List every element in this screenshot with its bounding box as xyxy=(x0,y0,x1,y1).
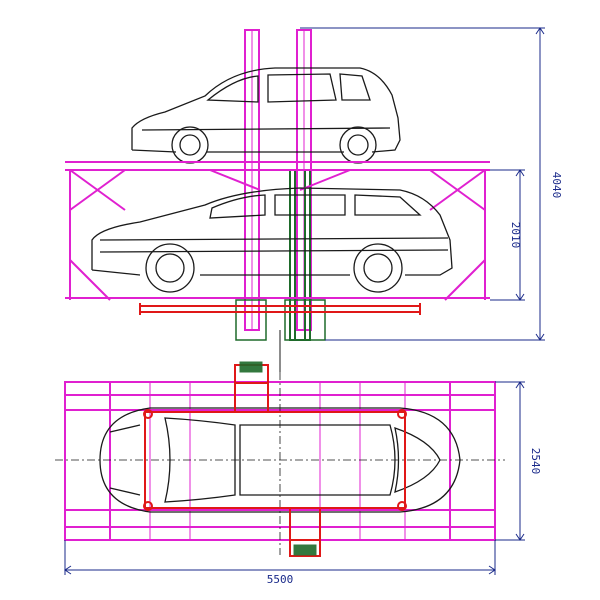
lower-car xyxy=(91,187,453,293)
platform-height-label: 2010 xyxy=(509,222,522,249)
plan-frame xyxy=(64,381,496,541)
overall-height-label: 4040 xyxy=(550,172,563,199)
plan-center-lines xyxy=(55,372,505,555)
plan-columns xyxy=(239,361,317,556)
plan-dimensions xyxy=(64,381,525,575)
plan-grid xyxy=(149,382,406,540)
elevation-dimensions xyxy=(300,27,545,341)
plan-carriage xyxy=(143,364,407,557)
upper-platform xyxy=(65,161,490,301)
side-elevation: 4040 2010 xyxy=(65,27,563,372)
plan-width-label: 2540 xyxy=(529,448,542,475)
plan-view: 2540 5500 xyxy=(55,361,542,586)
lower-platform xyxy=(65,297,490,315)
plan-car xyxy=(99,407,461,513)
upper-car xyxy=(131,67,401,164)
post-bases xyxy=(235,299,326,341)
plan-length-label: 5500 xyxy=(267,573,294,586)
